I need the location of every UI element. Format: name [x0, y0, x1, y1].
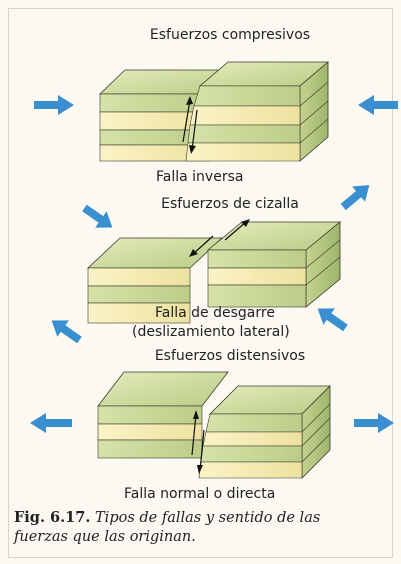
- left-block: [97, 371, 229, 459]
- slip-arrow-down-head: [197, 465, 203, 474]
- fault-label: Falla inversa: [156, 169, 243, 185]
- diagram-title: Esfuerzos distensivos: [155, 348, 305, 364]
- right-block: [185, 61, 330, 162]
- slip-arrow-left-head: [189, 249, 198, 257]
- diagram-tension: Esfuerzos distensivos Falla normal o dir…: [30, 348, 394, 502]
- slip-arrow-down-head: [189, 145, 196, 154]
- slip-arrow-down: [191, 109, 198, 151]
- force-arrow-left: [30, 413, 72, 433]
- caption-text-line2: fuerzas que las originan.: [14, 529, 196, 545]
- force-arrow-left: [34, 95, 74, 115]
- fault-label-line1: Falla de desgarre: [155, 305, 275, 321]
- force-arrow-top-right: [340, 185, 370, 211]
- force-arrow-bottom-left: [51, 320, 82, 344]
- figure-number: Fig. 6.17.: [14, 509, 91, 526]
- slip-arrow-right-head: [241, 219, 250, 227]
- diagram-compression: Esfuerzos compresivos Falla inversa: [34, 27, 398, 185]
- slip-arrow-left: [192, 235, 214, 255]
- slip-arrow-right: [224, 221, 247, 241]
- right-block: [198, 385, 331, 479]
- diagram-title: Esfuerzos compresivos: [150, 27, 310, 43]
- slip-arrow-down: [199, 429, 205, 471]
- force-arrow-right: [358, 95, 398, 115]
- slip-arrow-up-head: [193, 410, 199, 419]
- slip-arrow-up: [182, 99, 191, 143]
- slip-arrow-up: [191, 413, 197, 456]
- left-block: [86, 237, 224, 324]
- right-block: [206, 221, 342, 308]
- force-arrow-right: [354, 413, 394, 433]
- slip-arrow-up-head: [186, 96, 193, 105]
- fault-label: Falla normal o directa: [124, 486, 275, 502]
- force-arrow-bottom-right: [317, 308, 348, 332]
- diagram-shear: Esfuerzos de cizalla Falla de desgarre (…: [51, 185, 370, 344]
- left-block: [99, 69, 236, 162]
- caption-text-line1: Tipos de fallas y sentido de las: [95, 510, 321, 526]
- fault-label-line2: (deslizamiento lateral): [132, 324, 290, 340]
- force-arrow-top-left: [82, 204, 113, 228]
- figure-caption: Fig. 6.17. Tipos de fallas y sentido de …: [14, 508, 384, 547]
- diagram-title: Esfuerzos de cizalla: [161, 196, 299, 212]
